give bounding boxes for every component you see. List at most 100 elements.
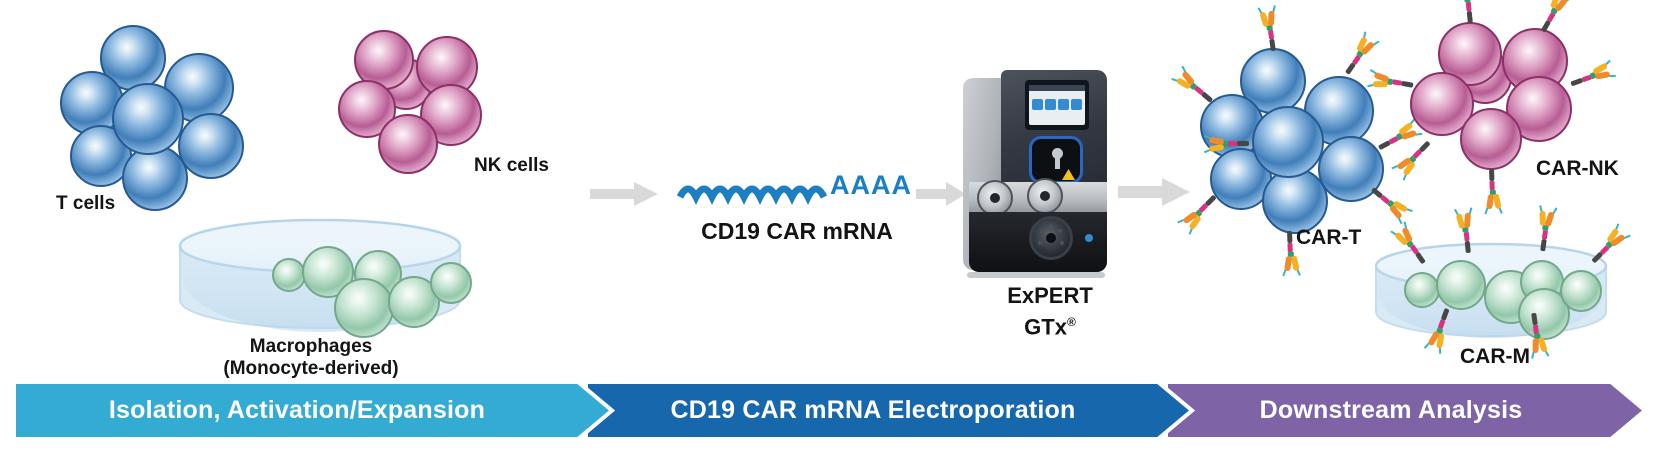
step-electroporation-label: CD19 CAR mRNA Electroporation xyxy=(670,396,1076,424)
nk-cells-label: NK cells xyxy=(474,155,549,176)
device-screen-buttons xyxy=(1029,99,1085,110)
pink-cell xyxy=(378,114,438,174)
device-touchscreen xyxy=(1025,80,1089,130)
car-nk-cluster xyxy=(1367,0,1616,215)
receptor-binder xyxy=(1203,134,1225,154)
screen-button-icon xyxy=(1032,99,1043,110)
flow-arrow-3 xyxy=(1118,178,1190,206)
car-receptor-icon xyxy=(1203,134,1252,154)
receptor-stem xyxy=(1466,10,1473,24)
device-label: ExPERT GTx® xyxy=(985,282,1115,340)
receptor-stem xyxy=(1539,238,1547,252)
receptor-bar xyxy=(1208,143,1225,153)
receptor-stem xyxy=(1371,186,1384,199)
warning-triangle-icon xyxy=(1062,169,1075,180)
car-nk-label: CAR-NK xyxy=(1536,157,1619,180)
blue-cell xyxy=(1262,168,1328,234)
receptor-stem xyxy=(1377,139,1391,150)
receptor-stem xyxy=(1414,251,1426,265)
chevron-isolation xyxy=(12,380,616,441)
macrophages-label: Macrophages xyxy=(249,336,373,357)
car-receptor-icon xyxy=(1457,0,1480,27)
receptor-stem xyxy=(1570,77,1584,87)
receptor-stem xyxy=(1531,312,1539,326)
screen-button-icon xyxy=(1045,99,1056,110)
receptor-stem xyxy=(1200,91,1213,104)
receptor-hinge xyxy=(1228,141,1237,147)
receptor-bar xyxy=(1284,255,1293,272)
registered-mark: ® xyxy=(1066,315,1076,329)
green-cell xyxy=(272,258,306,292)
receptor-stem xyxy=(1419,140,1432,153)
mrna-squiggle xyxy=(676,185,828,205)
t-cell-cluster xyxy=(60,25,250,215)
receptor-bar xyxy=(1290,255,1300,272)
receptor-stem xyxy=(1268,38,1276,52)
blue-cell xyxy=(178,113,244,179)
nk-cell-cluster xyxy=(338,30,488,180)
device-led-icon xyxy=(1085,234,1093,242)
green-cell xyxy=(1404,272,1440,308)
receptor-stem xyxy=(1441,308,1451,322)
mrna-label: CD19 CAR mRNA xyxy=(701,218,893,244)
receptor-stem xyxy=(1400,81,1414,89)
car-m-cells xyxy=(1390,205,1631,360)
receptor-bar xyxy=(1463,212,1471,229)
car-t-cluster xyxy=(1171,5,1423,277)
device-knob-right xyxy=(1027,178,1063,214)
receptor-bar xyxy=(1208,136,1225,146)
green-cell xyxy=(1436,260,1486,310)
mrna-poly-a-tail: AAAA xyxy=(830,170,912,200)
receptor-binder xyxy=(1282,255,1301,277)
device-cartridge-port xyxy=(1029,136,1083,184)
pink-cell xyxy=(338,80,396,138)
device-label-line1: ExPERT xyxy=(1007,283,1093,308)
port-keyhole-stem xyxy=(1055,157,1060,169)
port-keyhole-icon xyxy=(1052,148,1063,159)
receptor-stem xyxy=(1205,194,1218,207)
receptor-bar xyxy=(1594,71,1611,80)
receptor-stem xyxy=(1287,230,1293,244)
receptor-stem xyxy=(1540,19,1551,33)
blue-cell xyxy=(112,83,184,155)
device-label-line2: GTx xyxy=(1024,314,1067,340)
green-cell xyxy=(1560,270,1602,312)
flow-arrow-2 xyxy=(916,182,966,206)
receptor-binder xyxy=(1367,69,1390,91)
car-m-label: CAR-M xyxy=(1460,345,1530,368)
car-receptor-icon xyxy=(1423,303,1457,354)
flow-arrow-1 xyxy=(590,182,658,206)
step-isolation-label: Isolation, Activation/Expansion xyxy=(108,396,486,424)
receptor-bar xyxy=(1268,10,1275,27)
receptor-stem xyxy=(1590,251,1603,264)
receptor-binder xyxy=(1484,193,1503,215)
receptor-binder xyxy=(1257,5,1278,28)
screen-button-icon xyxy=(1071,99,1082,110)
blue-cell xyxy=(1252,106,1324,178)
receptor-hinge xyxy=(1533,324,1540,335)
receptor-stem xyxy=(1344,61,1356,75)
macrophage-cells xyxy=(218,236,478,338)
receptor-hinge xyxy=(1287,242,1294,253)
pink-cell xyxy=(1460,108,1522,170)
green-cell xyxy=(334,278,394,338)
device-base-shadow xyxy=(967,272,1105,278)
car-receptor-icon xyxy=(1483,166,1503,215)
green-cell xyxy=(430,262,472,304)
receptor-stem xyxy=(1489,168,1495,182)
car-t-label: CAR-T xyxy=(1296,226,1362,249)
receptor-hinge xyxy=(1489,180,1496,191)
electroporation-device xyxy=(963,70,1107,278)
receptor-bar xyxy=(1544,211,1555,228)
receptor-bar xyxy=(1486,193,1495,210)
receptor-binder xyxy=(1454,207,1475,230)
blue-cell xyxy=(1318,136,1384,202)
step-downstream-label: Downstream Analysis xyxy=(1259,396,1523,424)
macrophages-sublabel: (Monocyte-derived) xyxy=(223,358,399,379)
device-screen-content xyxy=(1029,85,1085,125)
blue-cell xyxy=(122,145,188,211)
receptor-binder xyxy=(1537,205,1558,228)
green-cell xyxy=(1518,288,1570,340)
